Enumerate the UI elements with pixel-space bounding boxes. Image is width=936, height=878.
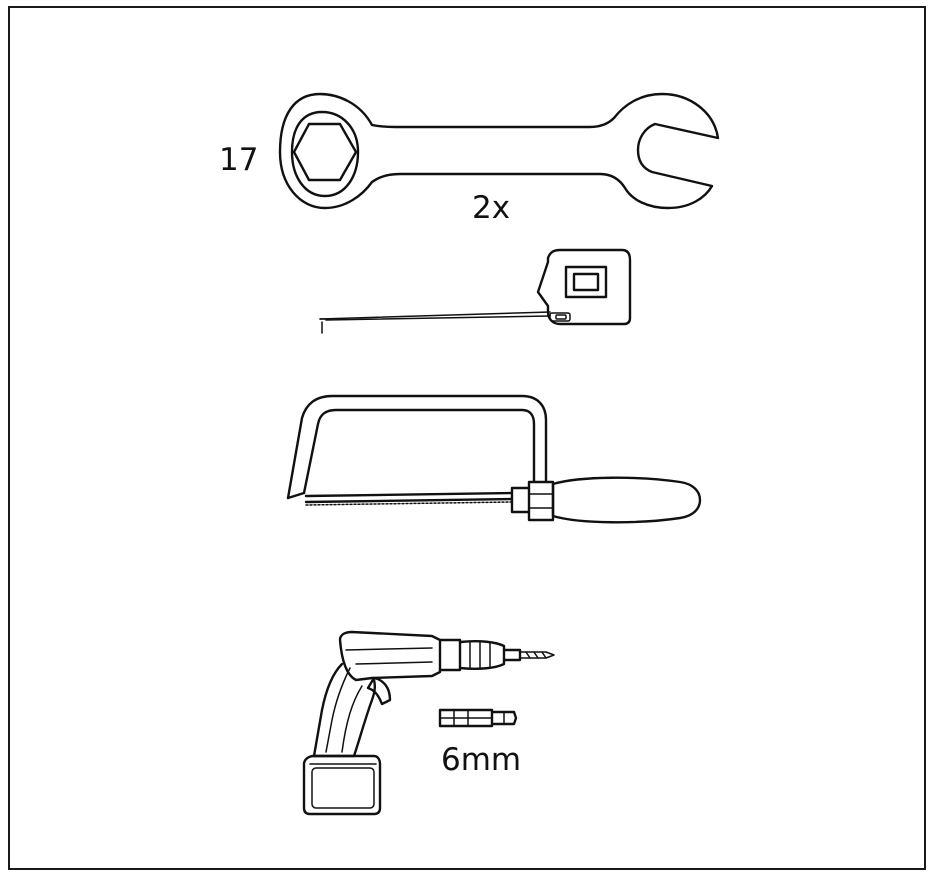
wrench-size-label: 17 — [219, 142, 259, 178]
cordless-drill-icon — [302, 630, 555, 816]
tape-measure-icon — [319, 248, 632, 334]
wrench-quantity-label: 2x — [472, 190, 511, 226]
bit-size-label: 6mm — [441, 742, 522, 778]
hex-bit-icon — [438, 708, 518, 728]
open-ring-wrench-icon — [278, 92, 720, 210]
hacksaw-icon — [286, 394, 702, 524]
